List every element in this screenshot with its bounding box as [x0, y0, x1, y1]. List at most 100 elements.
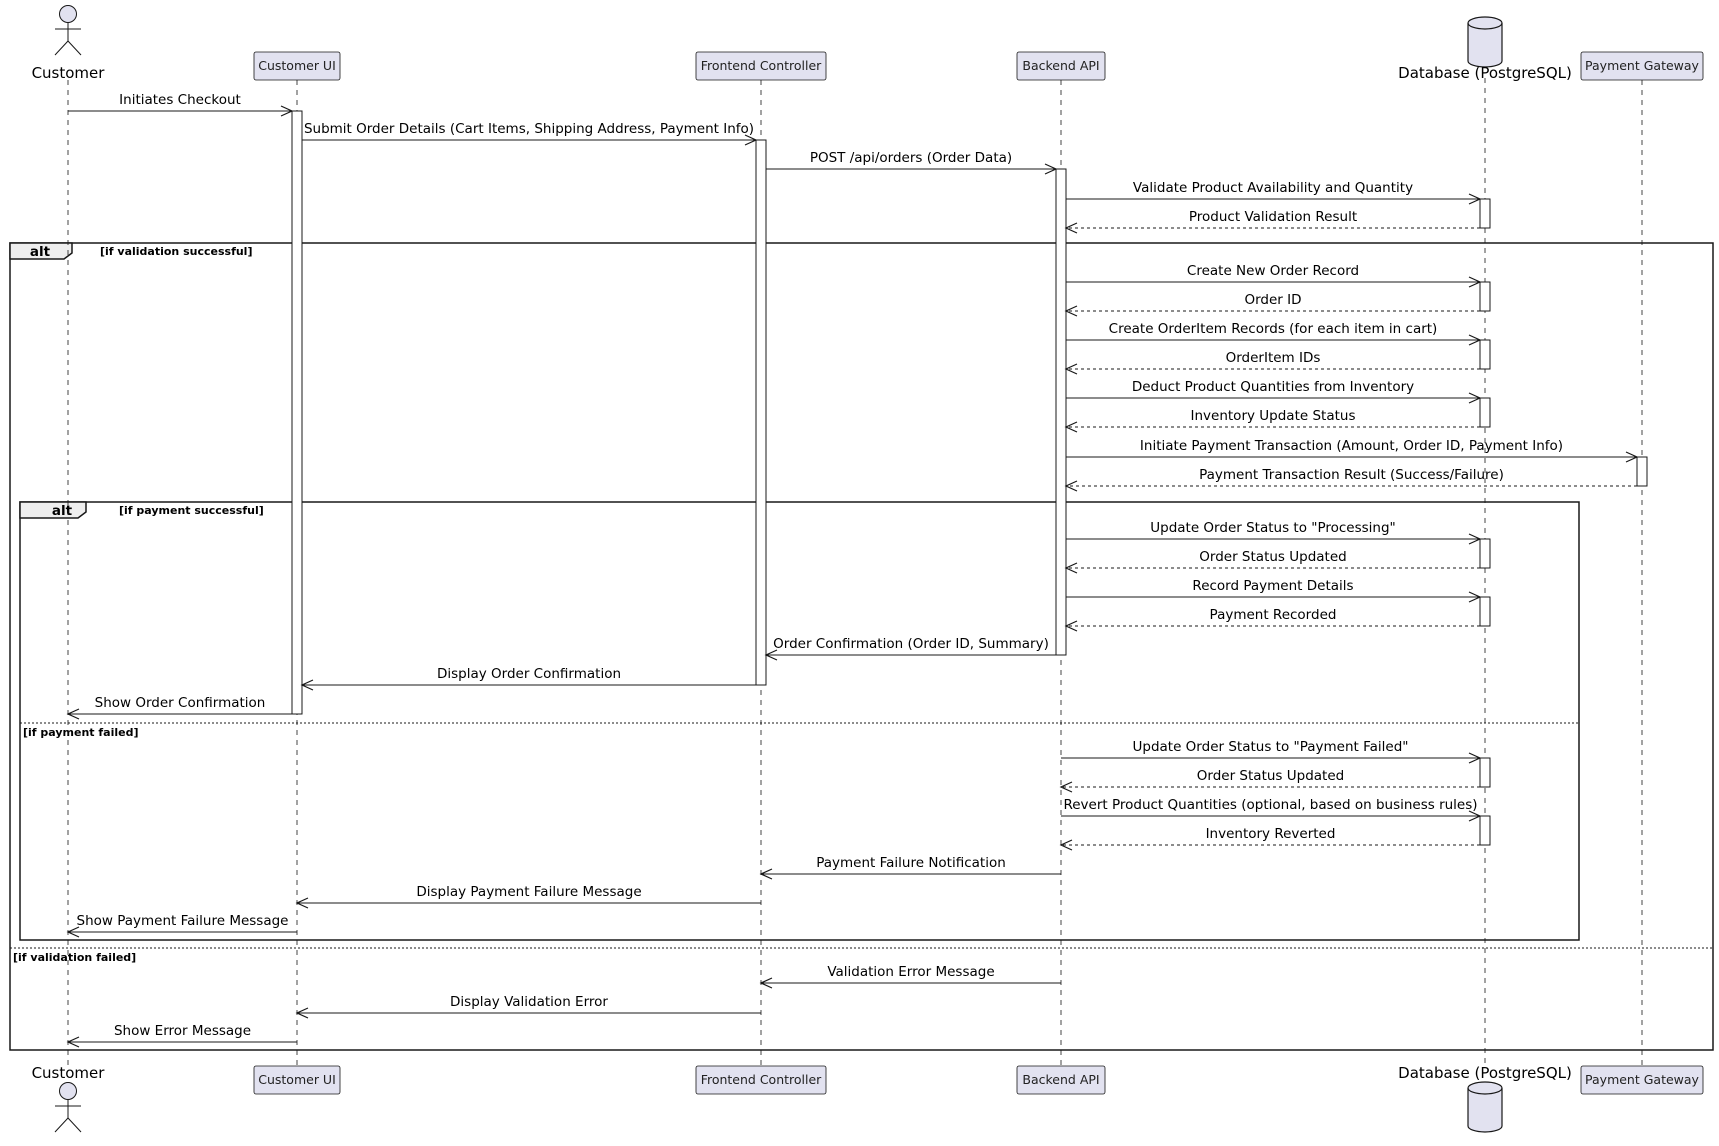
message-label: Payment Transaction Result (Success/Fail…	[1199, 467, 1504, 483]
activation-bar-api	[1055, 168, 1067, 656]
activation-bar-pg	[1636, 456, 1648, 487]
arrowhead-icon	[1468, 752, 1482, 764]
message-label: Deduct Product Quantities from Inventory	[1132, 379, 1414, 395]
arrowhead-icon	[1064, 421, 1078, 433]
arrowhead-icon	[1064, 305, 1078, 317]
activation-bar-db	[1479, 596, 1491, 627]
activation-bar-db	[1479, 538, 1491, 569]
message-label: Payment Failure Notification	[816, 855, 1006, 871]
participant-box-top	[695, 51, 827, 81]
arrowhead-icon	[759, 977, 773, 989]
arrowhead-icon	[280, 105, 294, 117]
fragment-header-tab	[19, 501, 87, 519]
message-label: Order ID	[1244, 292, 1301, 308]
arrowhead-icon	[1064, 222, 1078, 234]
arrowhead-icon	[295, 1007, 309, 1019]
arrowhead-icon	[1468, 810, 1482, 822]
message-label: Order Status Updated	[1199, 549, 1346, 565]
participant-label-top: Frontend Controller	[701, 58, 822, 73]
participant-box-bottom	[253, 1065, 341, 1095]
message-label: Update Order Status to "Payment Failed"	[1133, 739, 1409, 755]
participant-label-bottom: Customer UI	[258, 1072, 336, 1087]
arrowhead-icon	[300, 679, 314, 691]
activation-bar-fc	[755, 139, 767, 686]
fragment-header-tab	[9, 242, 73, 260]
message-label: Product Validation Result	[1189, 209, 1357, 225]
message-label: Payment Recorded	[1210, 607, 1337, 623]
message-label: Create OrderItem Records (for each item …	[1109, 321, 1438, 337]
activation-bar-db	[1479, 281, 1491, 312]
activation-bar-db	[1479, 757, 1491, 788]
message-label: Create New Order Record	[1187, 263, 1359, 279]
arrowhead-icon	[1625, 451, 1639, 463]
participant-label-bottom: Frontend Controller	[701, 1072, 822, 1087]
fragment-keyword: alt	[52, 503, 73, 519]
arrowhead-icon	[66, 926, 80, 938]
participant-label-bottom: Payment Gateway	[1585, 1072, 1700, 1087]
arrowhead-icon	[66, 1036, 80, 1048]
arrowhead-icon	[66, 708, 80, 720]
message-label: Initiate Payment Transaction (Amount, Or…	[1140, 438, 1563, 454]
activation-bar-ui	[291, 110, 303, 715]
message-label: Revert Product Quantities (optional, bas…	[1063, 797, 1477, 813]
arrowhead-icon	[759, 868, 773, 880]
arrowhead-icon	[1059, 839, 1073, 851]
arrowhead-icon	[1064, 620, 1078, 632]
message-label: Display Validation Error	[450, 994, 608, 1010]
arrowhead-icon	[1468, 334, 1482, 346]
fragment-else-condition: [if payment failed]	[23, 726, 139, 739]
database-icon	[1467, 1081, 1503, 1133]
activation-bar-db	[1479, 397, 1491, 428]
database-icon	[1467, 16, 1503, 68]
message-label: Validation Error Message	[827, 964, 994, 980]
participant-label-top: Database (PostgreSQL)	[1398, 64, 1572, 82]
arrowhead-icon	[1044, 163, 1058, 175]
actor-icon	[54, 1082, 82, 1133]
message-label: POST /api/orders (Order Data)	[810, 150, 1012, 166]
participant-label-top: Customer	[32, 64, 106, 82]
participant-box-top	[1016, 51, 1106, 81]
participant-label-bottom: Customer	[32, 1064, 106, 1082]
message-label: OrderItem IDs	[1226, 350, 1321, 366]
message-label: Show Order Confirmation	[95, 695, 266, 711]
message-label: Update Order Status to "Processing"	[1150, 520, 1396, 536]
participant-label-top: Customer UI	[258, 58, 336, 73]
activation-bar-db	[1479, 815, 1491, 846]
message-label: Record Payment Details	[1192, 578, 1353, 594]
fragment-else-condition: [if validation failed]	[13, 951, 136, 964]
message-label: Display Order Confirmation	[437, 666, 621, 682]
activation-bar-db	[1479, 198, 1491, 229]
arrowhead-icon	[1064, 480, 1078, 492]
message-label: Order Status Updated	[1197, 768, 1344, 784]
participant-label-bottom: Database (PostgreSQL)	[1398, 1064, 1572, 1082]
participant-box-bottom	[695, 1065, 827, 1095]
message-label: Initiates Checkout	[119, 92, 241, 108]
arrowhead-icon	[1064, 363, 1078, 375]
participant-box-top	[1580, 51, 1704, 81]
message-label: Order Confirmation (Order ID, Summary)	[773, 636, 1049, 652]
alt-fragment-frame	[19, 501, 1580, 941]
activation-bar-db	[1479, 339, 1491, 370]
arrowhead-icon	[1064, 562, 1078, 574]
alt-fragment-frame	[9, 242, 1714, 1051]
fragment-condition: [if payment successful]	[119, 504, 264, 517]
fragment-condition: [if validation successful]	[100, 245, 252, 258]
arrowhead-icon	[1468, 276, 1482, 288]
actor-icon	[54, 5, 82, 56]
message-label: Show Error Message	[114, 1023, 251, 1039]
message-label: Validate Product Availability and Quanti…	[1133, 180, 1413, 196]
participant-label-top: Backend API	[1022, 58, 1099, 73]
message-label: Display Payment Failure Message	[416, 884, 641, 900]
arrowhead-icon	[1468, 591, 1482, 603]
arrowhead-icon	[295, 897, 309, 909]
participant-box-bottom	[1016, 1065, 1106, 1095]
fragment-keyword: alt	[30, 244, 51, 260]
arrowhead-icon	[764, 649, 778, 661]
arrowhead-icon	[1468, 193, 1482, 205]
message-label: Submit Order Details (Cart Items, Shippi…	[304, 121, 754, 137]
participant-box-bottom	[1580, 1065, 1704, 1095]
arrowhead-icon	[744, 134, 758, 146]
participant-label-top: Payment Gateway	[1585, 58, 1700, 73]
message-label: Inventory Reverted	[1206, 826, 1336, 842]
